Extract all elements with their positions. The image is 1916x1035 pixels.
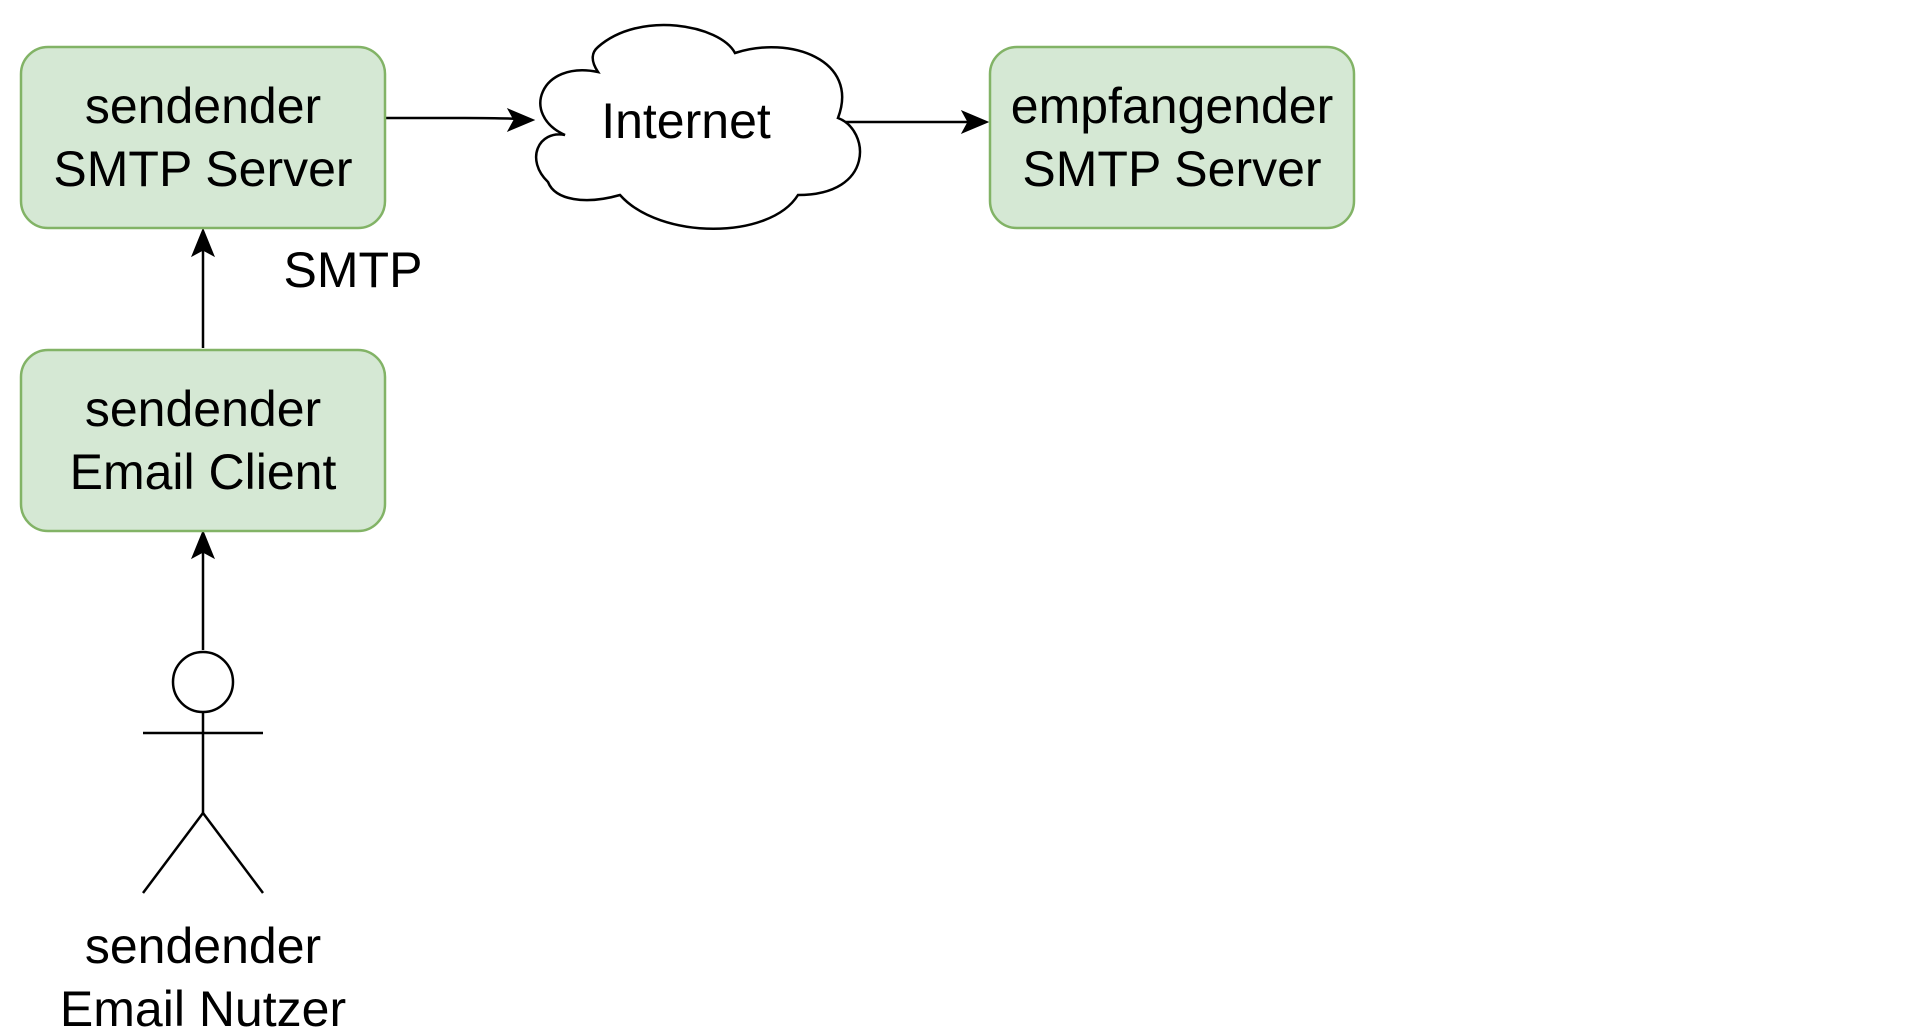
edge-client-to-smtp-sender	[191, 227, 215, 348]
cloud-icon	[535, 23, 862, 230]
node-email-user[interactable]: sendender Email Nutzer	[60, 650, 346, 1035]
node-smtp-sender-line-2: SMTP Server	[53, 141, 352, 197]
edge-smtp-sender-to-internet	[386, 107, 536, 133]
node-email-user-line-2: Email Nutzer	[60, 981, 346, 1035]
node-email-client-line-2: Email Client	[70, 444, 337, 500]
node-smtp-receiver-line-1: empfangender	[1011, 78, 1333, 134]
edge-user-to-client	[191, 529, 215, 650]
node-email-client[interactable]: sendender Email Client	[19, 348, 387, 533]
node-smtp-sender-line-1: sendender	[85, 78, 321, 134]
node-email-client-line-1: sendender	[85, 381, 321, 437]
node-internet-cloud[interactable]: Internet	[535, 23, 862, 230]
node-smtp-receiver[interactable]: empfangender SMTP Server	[988, 45, 1356, 230]
node-smtp-receiver-line-2: SMTP Server	[1022, 141, 1321, 197]
node-email-user-line-1: sendender	[85, 918, 321, 974]
actor-icon	[142, 650, 264, 894]
node-internet-label: Internet	[601, 93, 771, 149]
edge-label-smtp: SMTP	[284, 242, 423, 298]
node-smtp-sender[interactable]: sendender SMTP Server	[19, 45, 387, 230]
